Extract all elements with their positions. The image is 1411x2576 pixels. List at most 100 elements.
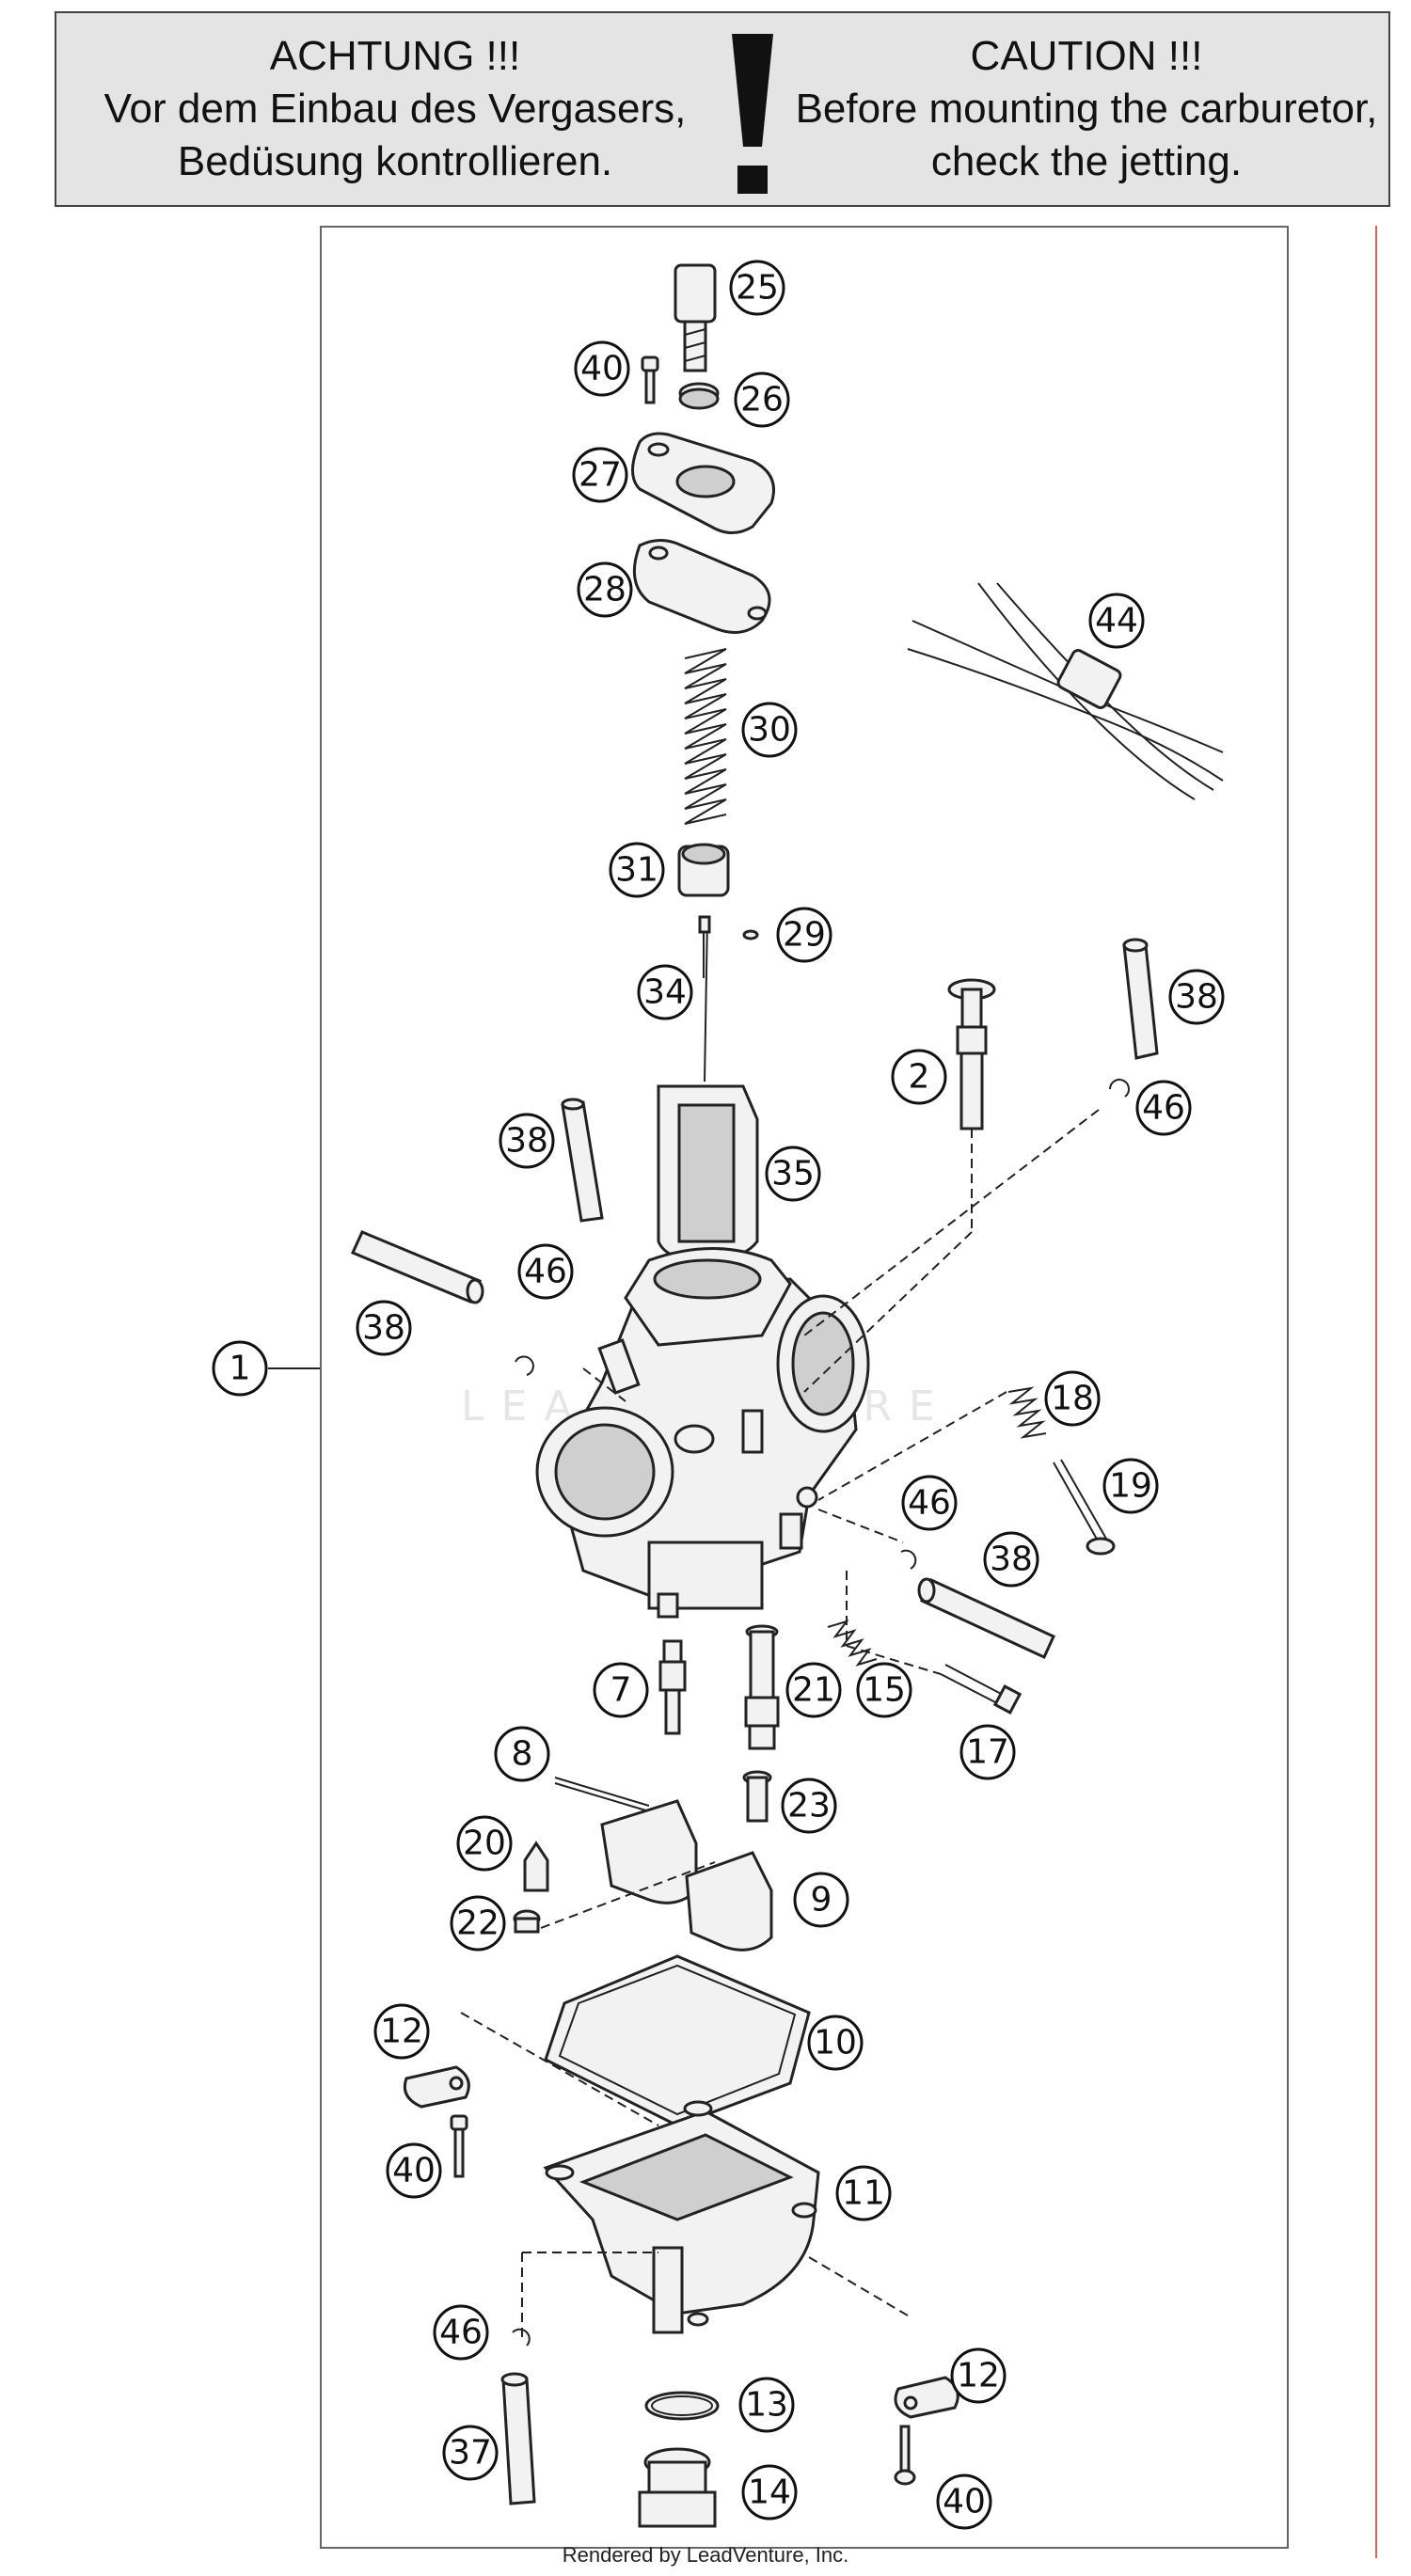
- float-pin: [554, 1777, 650, 1812]
- svg-text:40: 40: [580, 350, 624, 388]
- callout-31: 31: [609, 842, 665, 898]
- callout-29: 29: [776, 907, 832, 963]
- throttle-cable-bundle: [907, 582, 1224, 800]
- page-edge-line: [1375, 226, 1377, 2558]
- jet-7: [658, 1639, 687, 1735]
- svg-text:17: 17: [966, 1733, 1009, 1772]
- svg-text:9: 9: [811, 1881, 832, 1920]
- callout-14: 14: [741, 2464, 798, 2521]
- callout-46-left: 46: [517, 1243, 574, 1300]
- svg-text:2: 2: [909, 1058, 930, 1097]
- callout-25: 25: [729, 260, 785, 316]
- callout-37: 37: [442, 2425, 499, 2481]
- svg-text:18: 18: [1051, 1380, 1094, 1418]
- vent-hose-left: [350, 1230, 484, 1304]
- float-bowl: [543, 2100, 820, 2334]
- svg-text:30: 30: [748, 711, 791, 750]
- callout-26: 26: [734, 371, 790, 428]
- bracket-right: [894, 2376, 959, 2419]
- svg-text:37: 37: [449, 2434, 492, 2473]
- svg-text:38: 38: [990, 1541, 1033, 1579]
- callout-28: 28: [577, 561, 633, 618]
- diagram-frame: [320, 226, 1289, 2549]
- svg-text:25: 25: [736, 269, 779, 308]
- callout-9: 9: [793, 1872, 849, 1928]
- needle-valve-20: [523, 1841, 549, 1892]
- callout-2: 2: [891, 1049, 947, 1105]
- callout-38-upper-right: 38: [1168, 969, 1225, 1025]
- jet-needle: [698, 915, 711, 1083]
- callout-17: 17: [959, 1724, 1016, 1780]
- svg-text:8: 8: [512, 1735, 533, 1774]
- spring-18: [1007, 1386, 1047, 1439]
- svg-text:46: 46: [908, 1484, 951, 1523]
- svg-text:46: 46: [1142, 1089, 1185, 1128]
- svg-text:38: 38: [362, 1309, 405, 1348]
- callout-38-left: 38: [356, 1300, 412, 1356]
- callout-27: 27: [572, 447, 628, 503]
- svg-text:22: 22: [456, 1904, 499, 1943]
- float: [600, 1799, 773, 1952]
- callout-13: 13: [738, 2377, 795, 2433]
- svg-text:29: 29: [783, 916, 826, 955]
- svg-text:44: 44: [1095, 602, 1138, 640]
- callout-44: 44: [1088, 593, 1145, 649]
- svg-text:31: 31: [615, 851, 658, 890]
- screw-left: [450, 2114, 468, 2178]
- callout-19: 19: [1102, 1458, 1159, 1514]
- hose-clip-right: [1109, 1079, 1130, 1098]
- callout-40-top: 40: [574, 340, 630, 397]
- german-warning: ACHTUNG !!! Vor dem Einbau des Vergasers…: [75, 30, 715, 188]
- footer-credit: Rendered by LeadVenture, Inc.: [562, 2543, 849, 2567]
- callout-34: 34: [637, 964, 693, 1020]
- callout-8: 8: [494, 1726, 550, 1782]
- callout-30: 30: [741, 702, 798, 758]
- callout-38-mid-right: 38: [983, 1531, 1039, 1588]
- screw-right: [894, 2425, 916, 2486]
- svg-text:40: 40: [392, 2152, 436, 2190]
- hose-clip-mid: [900, 1549, 917, 1570]
- german-warning-title: ACHTUNG !!!: [269, 33, 521, 79]
- callout-22: 22: [450, 1895, 506, 1952]
- svg-text:21: 21: [792, 1671, 835, 1710]
- callout-40-left: 40: [386, 2142, 442, 2199]
- vent-hose-bottom: [500, 2372, 536, 2505]
- hose-clip-bottom: [512, 2328, 531, 2347]
- carburetor-cover: [631, 432, 775, 534]
- adjuster-screw: [674, 263, 717, 372]
- valve-seat-22: [513, 1909, 541, 1934]
- svg-text:7: 7: [610, 1671, 632, 1710]
- callout-15: 15: [856, 1662, 912, 1718]
- o-ring-13: [644, 2391, 720, 2421]
- svg-text:38: 38: [1175, 978, 1218, 1017]
- svg-text:14: 14: [748, 2473, 791, 2512]
- float-bowl-gasket: [544, 1954, 811, 2127]
- svg-text:19: 19: [1109, 1467, 1152, 1506]
- small-screw-top: [641, 356, 659, 404]
- hose-clip-left: [515, 1355, 534, 1376]
- svg-text:15: 15: [863, 1671, 906, 1710]
- spring-15: [827, 1620, 878, 1667]
- clip: [742, 929, 759, 940]
- english-warning-title: CAUTION !!!: [970, 33, 1203, 79]
- cover-gasket: [632, 539, 771, 634]
- throttle-slide: [657, 1084, 759, 1262]
- callout-21: 21: [785, 1662, 842, 1718]
- svg-text:23: 23: [787, 1787, 831, 1825]
- callout-40-right: 40: [936, 2473, 992, 2530]
- callout-7: 7: [593, 1662, 649, 1718]
- german-warning-line-2: Bedüsung kontrollieren.: [177, 138, 613, 184]
- throttle-spring: [684, 648, 727, 825]
- air-screw-19: [1053, 1459, 1116, 1556]
- carburetor-body: [535, 1247, 870, 1619]
- svg-text:46: 46: [439, 2314, 483, 2352]
- callout-35: 35: [765, 1146, 821, 1202]
- lock-nut: [678, 382, 720, 410]
- callout-10: 10: [807, 2015, 864, 2071]
- vent-hose-upper-right: [1122, 938, 1159, 1060]
- vent-hose-left-upper: [561, 1098, 604, 1223]
- svg-text:11: 11: [842, 2174, 885, 2213]
- callout-46-bottom: 46: [433, 2304, 489, 2361]
- callout-12-left: 12: [373, 2003, 430, 2060]
